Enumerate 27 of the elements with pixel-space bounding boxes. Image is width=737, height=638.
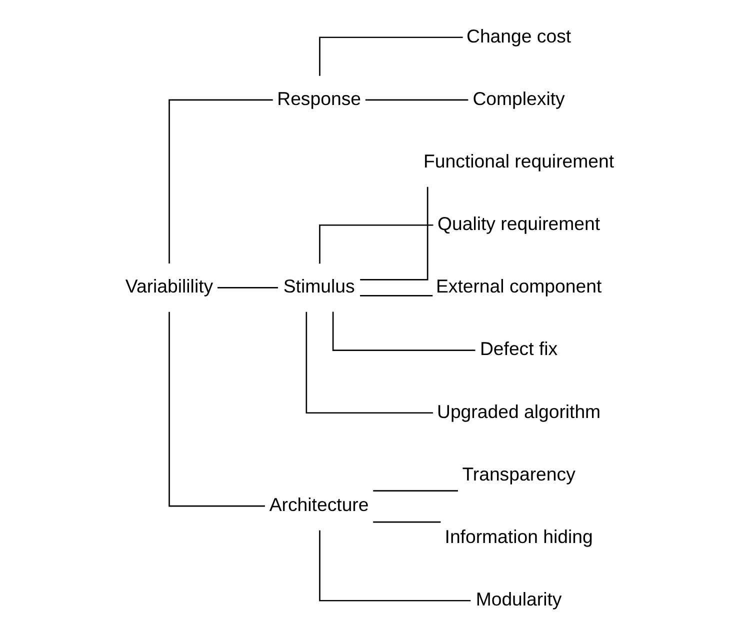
- connector: [318, 530, 470, 602]
- node-text: Change cost: [466, 25, 571, 46]
- connector: [372, 490, 458, 492]
- connector: [360, 186, 428, 280]
- node-text: Architecture: [268, 494, 368, 516]
- node-text: Upgraded algorithm: [436, 400, 600, 422]
- node-text: Transparency: [462, 463, 575, 484]
- connector: [305, 312, 433, 414]
- node-text: Variabilility: [124, 276, 213, 297]
- connector: [168, 99, 272, 264]
- connector: [318, 224, 433, 264]
- node-text: Information hiding: [444, 526, 592, 547]
- connector: [332, 312, 475, 351]
- connector: [168, 312, 264, 507]
- node-text: Complexity: [472, 88, 564, 109]
- node-text: Stimulus: [282, 276, 354, 297]
- node-text: Response: [276, 88, 361, 109]
- connector: [359, 295, 432, 296]
- node-text: Defect fix: [479, 338, 558, 360]
- connector: [318, 36, 462, 76]
- node-text: Functional requirement: [423, 150, 614, 172]
- node-text: Modularity: [475, 588, 562, 610]
- node-text: Quality requirement: [437, 213, 600, 234]
- connector: [372, 521, 440, 523]
- connector: [216, 287, 278, 288]
- node-text: External component: [435, 276, 602, 297]
- connector: [364, 99, 468, 101]
